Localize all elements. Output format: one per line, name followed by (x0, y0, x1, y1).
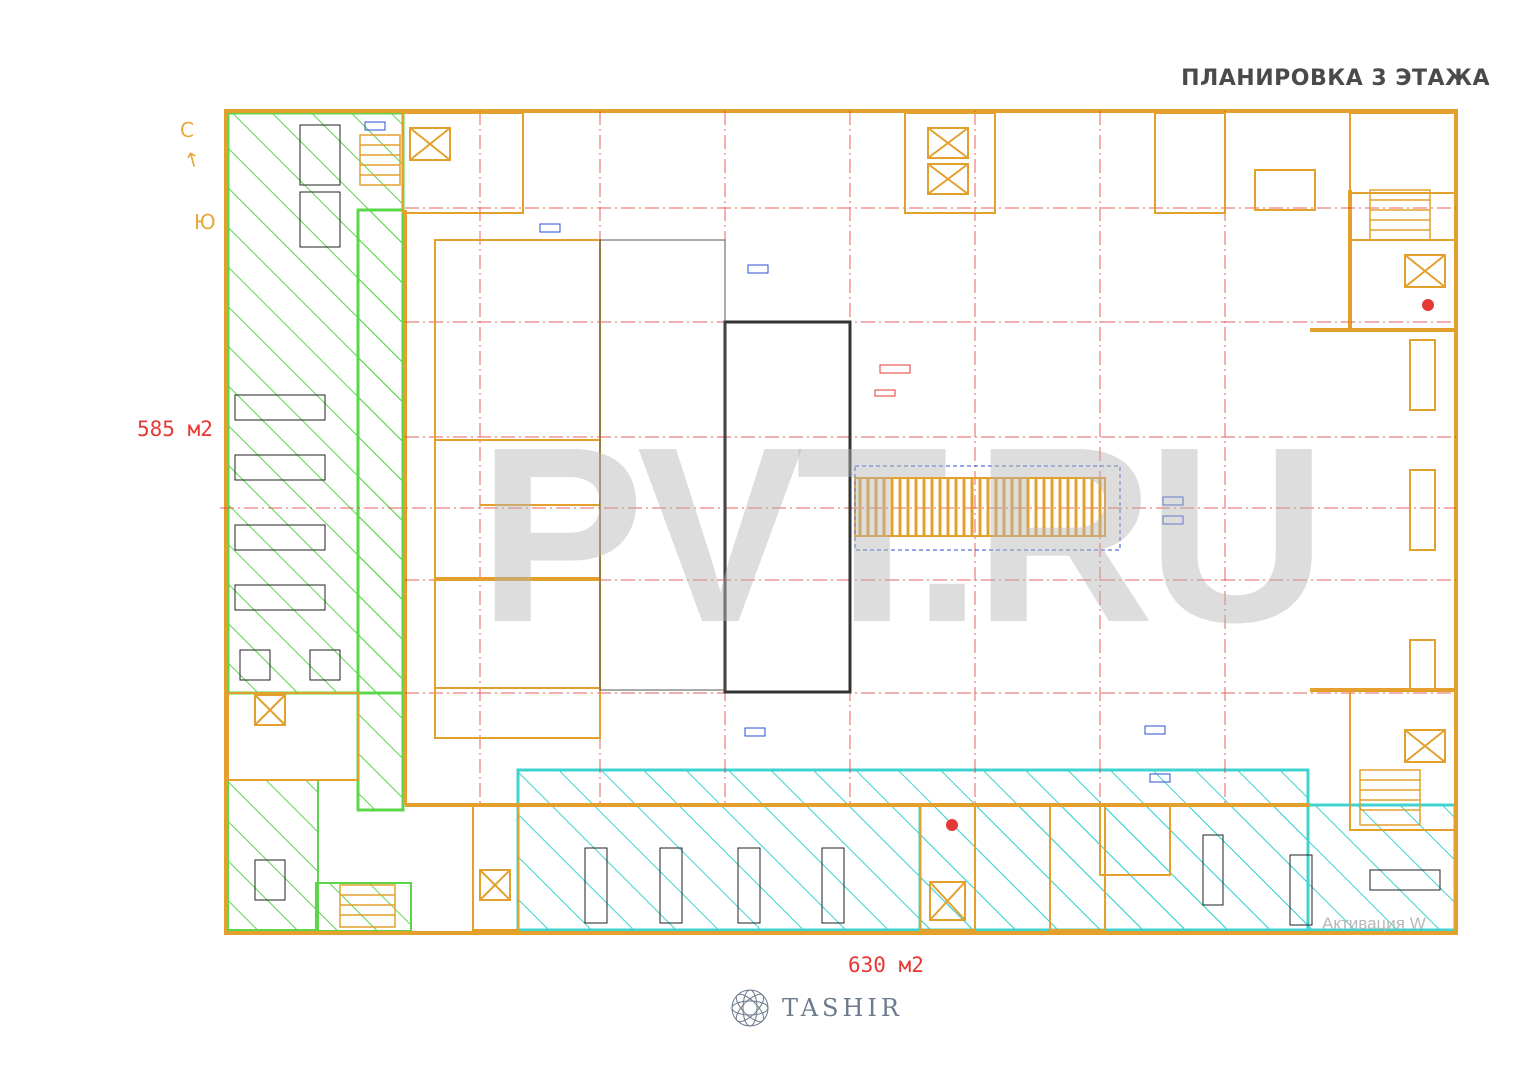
compass-south-label: Ю (194, 210, 216, 234)
annotation-tags (364, 121, 1184, 783)
tashir-logo: TASHIR (728, 986, 903, 1030)
atrium (599, 239, 1121, 694)
tashir-logo-icon (731, 989, 769, 1027)
accessibility-icon (946, 299, 1434, 831)
left-zone-area-label: 585 м2 (137, 417, 213, 441)
desk-clusters-bottom (584, 834, 1441, 926)
bottom-zone-area-label: 630 м2 (848, 953, 924, 977)
desk-clusters-left (234, 124, 341, 901)
compass: С ↑ Ю (174, 118, 216, 238)
green-zone (226, 111, 412, 932)
logo-text: TASHIR (782, 994, 903, 1022)
stairs-icon (339, 134, 1431, 928)
page-title: ПЛАНИРОВКА 3 ЭТАЖА (1181, 66, 1490, 91)
compass-north-label: С (180, 118, 194, 142)
elevator-icon (254, 127, 1446, 921)
activation-overlay-text: Активация W (1322, 914, 1426, 933)
interior-rooms (227, 112, 1457, 931)
cyan-zone (516, 768, 1457, 932)
